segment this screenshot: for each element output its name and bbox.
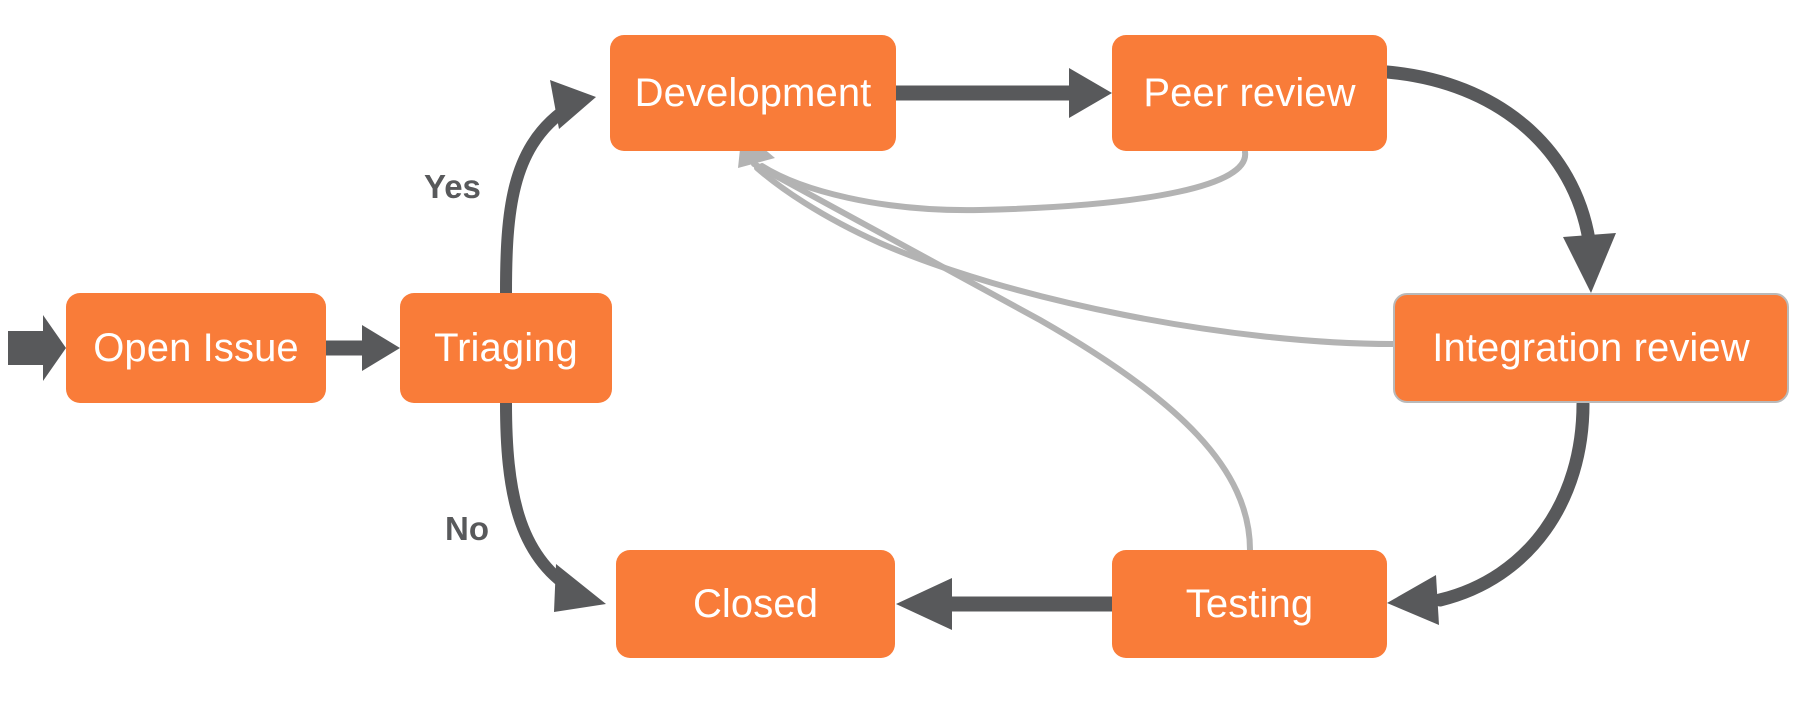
node-integration-review-label: Integration review <box>1432 326 1750 370</box>
node-testing[interactable]: Testing <box>1112 550 1387 658</box>
edge-label-yes: Yes <box>424 168 481 205</box>
edge-label-no: No <box>445 510 489 547</box>
edge-start-to-open-issue <box>8 315 66 381</box>
node-open-issue-label: Open Issue <box>93 326 299 370</box>
edge-triaging-to-development <box>500 80 596 299</box>
edge-open-issue-to-triaging <box>326 325 400 371</box>
node-triaging[interactable]: Triaging <box>400 293 612 403</box>
edge-integration-review-to-testing <box>1387 397 1590 625</box>
edge-testing-to-development <box>751 161 1253 553</box>
node-peer-review-label: Peer review <box>1143 71 1356 115</box>
node-development[interactable]: Development <box>610 35 896 151</box>
node-closed[interactable]: Closed <box>616 550 895 658</box>
node-open-issue[interactable]: Open Issue <box>66 293 326 403</box>
node-development-label: Development <box>634 71 872 115</box>
edge-peer-review-to-development <box>759 149 1249 214</box>
node-triaging-label: Triaging <box>434 326 578 370</box>
node-integration-review[interactable]: Integration review <box>1393 293 1789 403</box>
edge-triaging-to-closed <box>500 397 606 612</box>
edge-peer-review-to-integration-review <box>1380 65 1616 293</box>
edge-testing-to-closed <box>896 578 1112 630</box>
node-peer-review[interactable]: Peer review <box>1112 35 1387 151</box>
node-testing-label: Testing <box>1185 582 1314 626</box>
edge-integration-review-to-development <box>754 165 1396 347</box>
node-closed-label: Closed <box>692 582 819 626</box>
edge-development-to-peer-review <box>896 68 1112 118</box>
